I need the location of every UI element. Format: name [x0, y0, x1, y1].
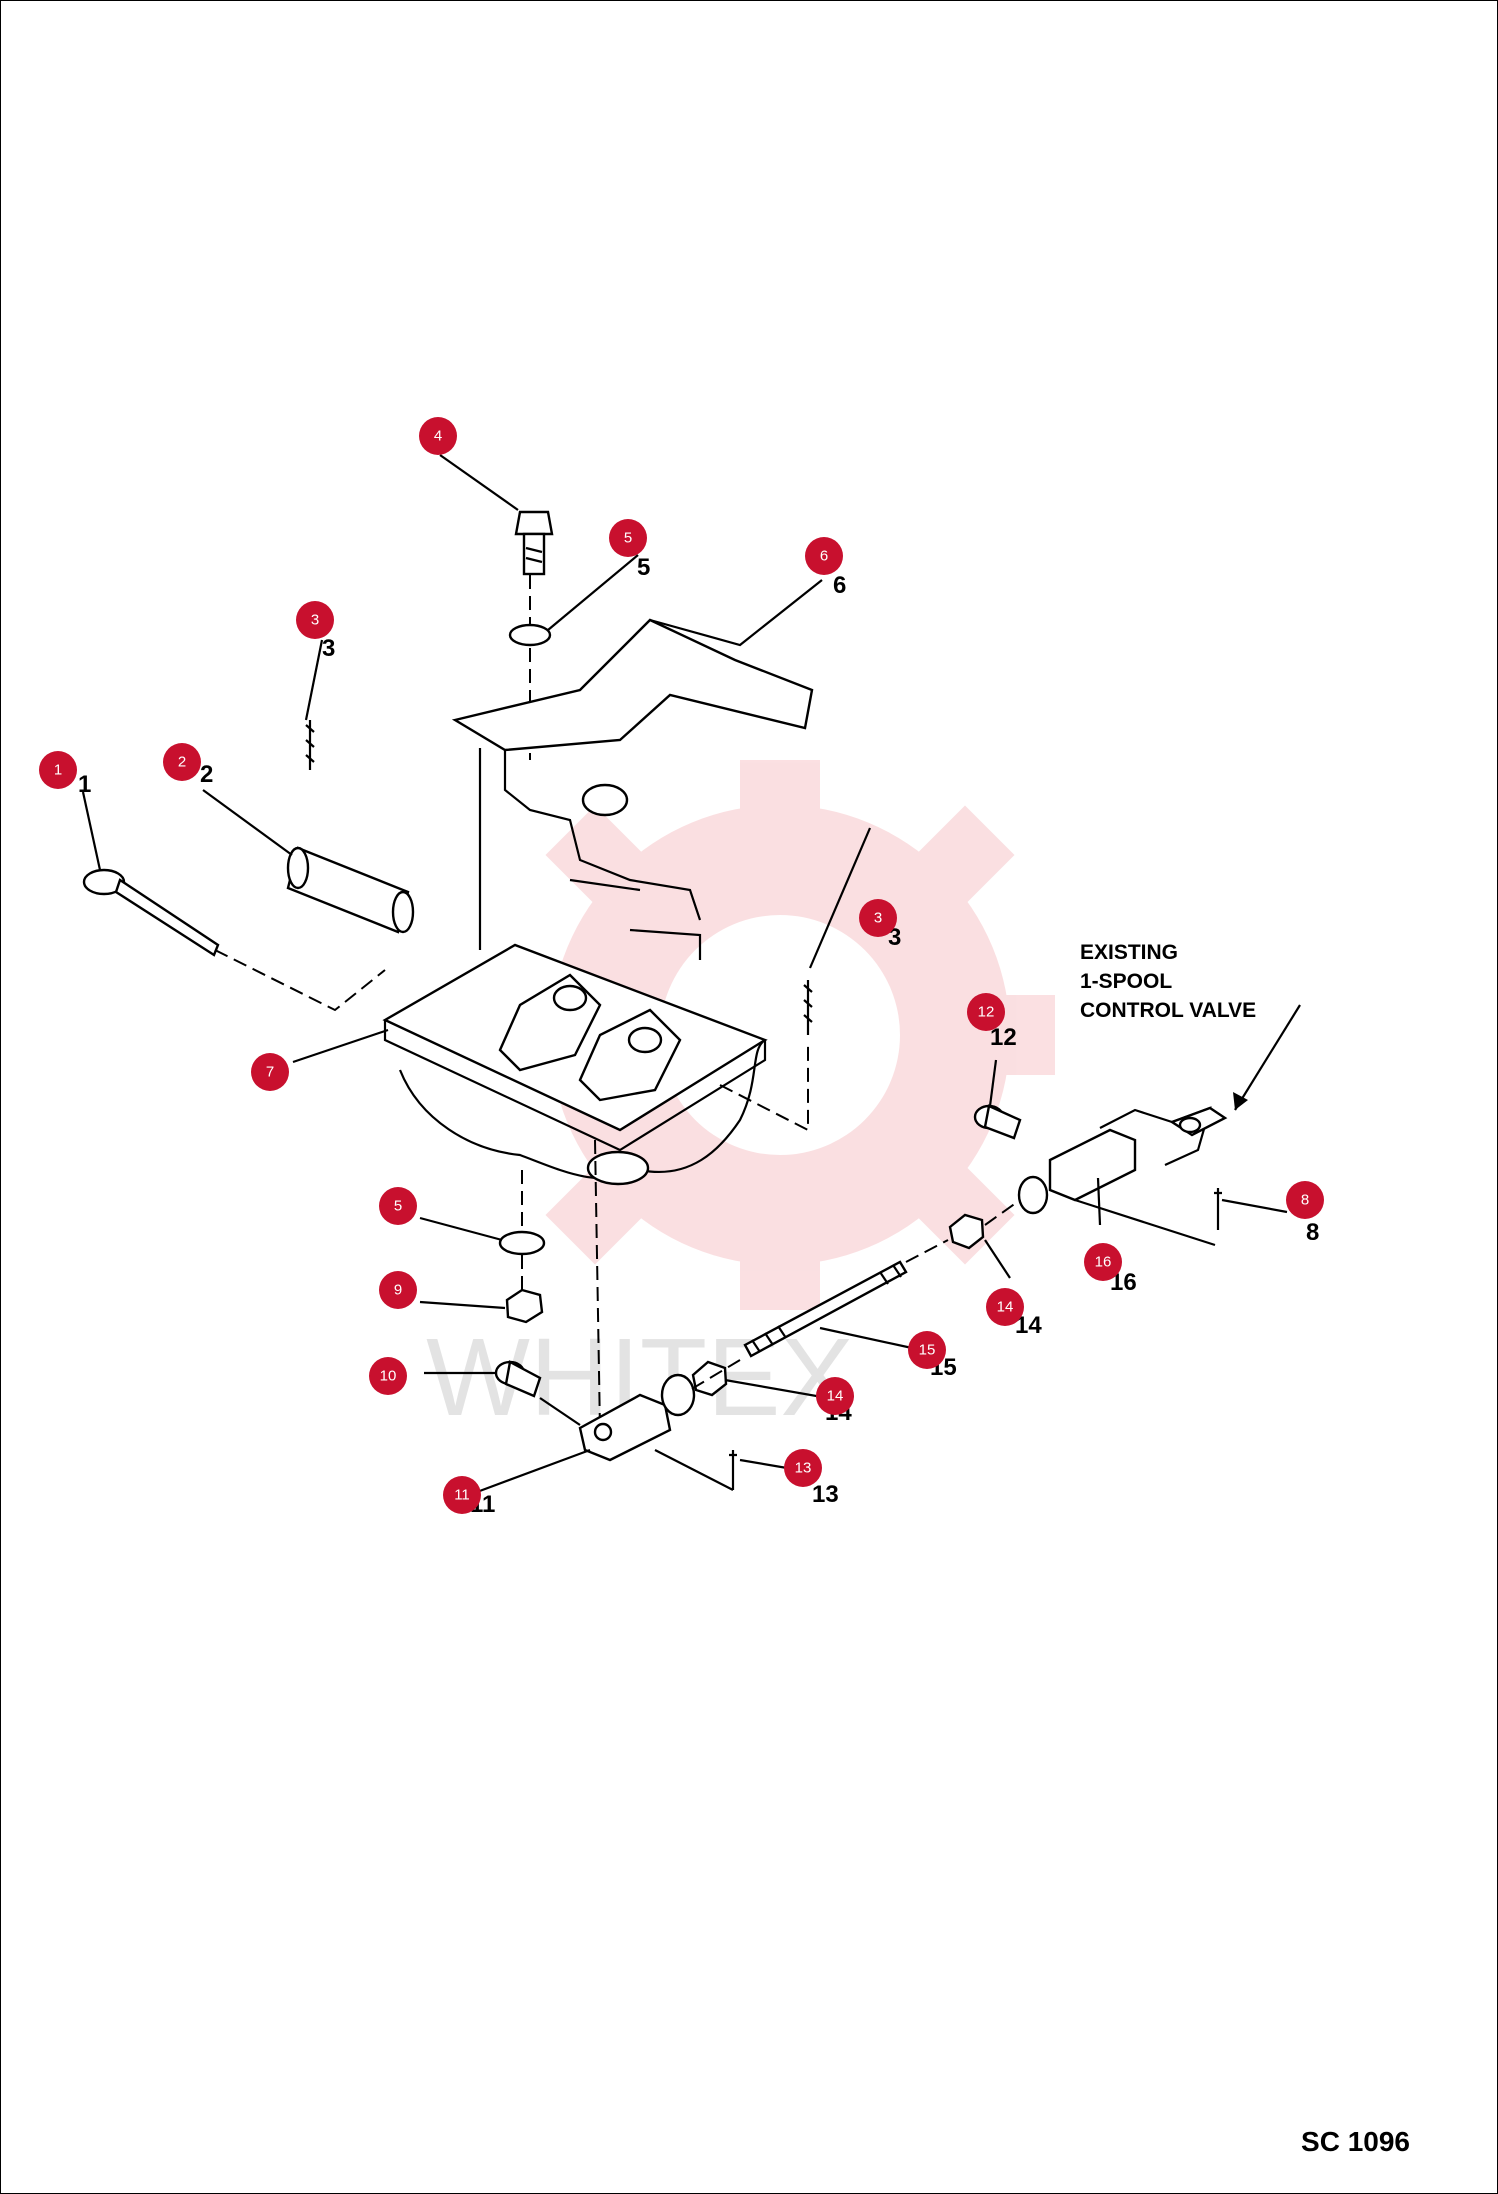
note-line: EXISTING	[1080, 941, 1179, 964]
callout-3: 3	[859, 899, 897, 937]
svg-text:5: 5	[394, 1198, 402, 1215]
washer-part	[508, 623, 552, 647]
svg-text:12: 12	[978, 1004, 995, 1021]
svg-text:3: 3	[322, 635, 335, 662]
callout-9: 9	[379, 1271, 417, 1309]
existing-valve-note: EXISTING 1-SPOOL CONTROL VALVE	[1080, 938, 1256, 1025]
leader-lines	[81, 454, 1288, 1494]
svg-text:14: 14	[997, 1299, 1014, 1316]
callout-11: 11	[443, 1476, 481, 1514]
clevis-part	[578, 1373, 696, 1462]
washer-part	[498, 1230, 546, 1256]
svg-text:13: 13	[812, 1481, 839, 1508]
callout-6: 6	[805, 537, 843, 575]
callout-5: 5	[379, 1187, 417, 1225]
svg-text:3: 3	[311, 612, 319, 629]
callout-14: 14	[816, 1377, 854, 1415]
svg-text:11: 11	[454, 1487, 470, 1504]
clevis-pin-part	[973, 1104, 1022, 1140]
svg-text:6: 6	[833, 572, 846, 599]
svg-text:2: 2	[178, 754, 186, 771]
pin-part	[82, 868, 220, 957]
callout-13: 13	[784, 1449, 822, 1487]
svg-text:16: 16	[1095, 1254, 1112, 1271]
svg-text:6: 6	[820, 548, 828, 565]
callout-7: 7	[251, 1053, 289, 1091]
bracket-part	[451, 618, 814, 960]
callout-16: 16	[1084, 1243, 1122, 1281]
jam-nut-part	[948, 1213, 985, 1250]
callout-1: 1	[39, 751, 77, 789]
svg-text:15: 15	[919, 1342, 936, 1359]
threaded-rod-part	[743, 1260, 908, 1358]
svg-text:3: 3	[874, 910, 882, 927]
svg-text:4: 4	[434, 428, 442, 445]
svg-text:13: 13	[795, 1460, 812, 1477]
cotter-pin-part	[729, 1450, 737, 1490]
callout-15: 15	[908, 1331, 946, 1369]
svg-text:7: 7	[266, 1064, 274, 1081]
callout-3: 3	[296, 601, 334, 639]
callout-4: 4	[419, 417, 457, 455]
sleeve-part	[286, 846, 415, 934]
bolt-part	[514, 510, 554, 576]
callout-8: 8	[1286, 1181, 1324, 1219]
svg-text:10: 10	[380, 1368, 397, 1385]
callout-5: 5	[609, 519, 647, 557]
callout-10: 10	[369, 1357, 407, 1395]
svg-text:8: 8	[1301, 1192, 1309, 1209]
callout-2: 2	[163, 743, 201, 781]
spring-pin-part	[305, 720, 315, 770]
svg-text:1: 1	[78, 771, 91, 798]
svg-text:2: 2	[200, 761, 213, 788]
svg-text:5: 5	[637, 554, 650, 581]
cotter-pin-part	[1214, 1188, 1222, 1230]
svg-text:8: 8	[1306, 1219, 1319, 1246]
svg-text:9: 9	[394, 1282, 402, 1299]
drawing-code: SC 1096	[1301, 2126, 1410, 2157]
svg-text:5: 5	[624, 530, 632, 547]
svg-text:14: 14	[827, 1388, 844, 1405]
callout-12: 12	[967, 993, 1005, 1031]
jam-nut-part	[691, 1360, 728, 1397]
note-line: 1-SPOOL	[1080, 970, 1173, 993]
mounting-plate-part	[382, 943, 768, 1186]
clevis-part	[1017, 1128, 1216, 1247]
spring-pin-part	[803, 980, 813, 1035]
note-line: CONTROL VALVE	[1080, 999, 1257, 1022]
svg-text:1: 1	[54, 762, 62, 779]
control-valve-sketch	[1099, 1004, 1301, 1167]
callout-14: 14	[986, 1288, 1024, 1326]
